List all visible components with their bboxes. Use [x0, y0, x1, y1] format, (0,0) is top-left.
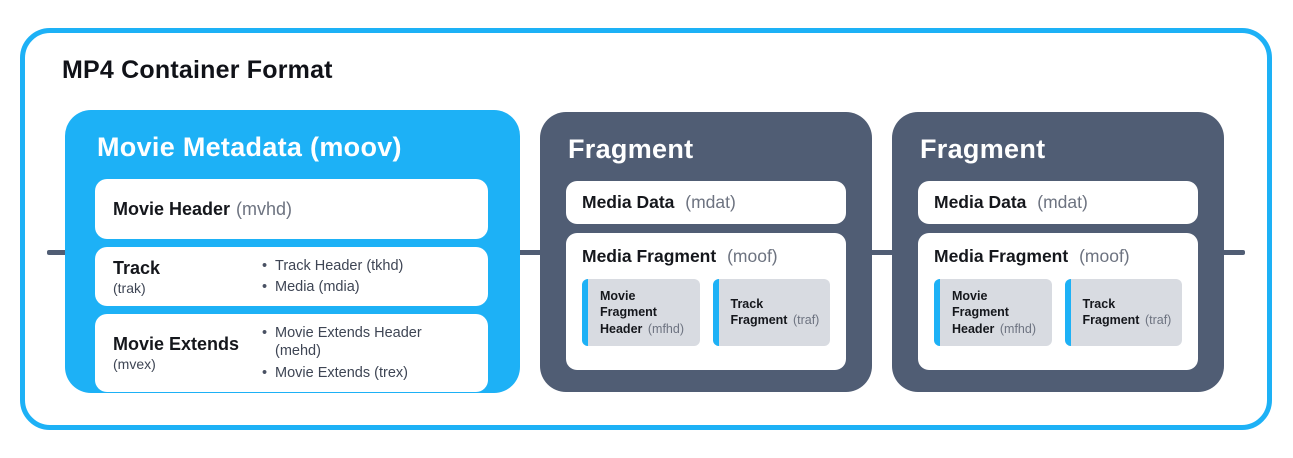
chip-accent-bar [712, 279, 719, 346]
moov-box-title: Movie Metadata (moov) [97, 132, 402, 162]
fragment-1-chip-row: Movie Fragment Header (mfhd) Track Fragm… [582, 279, 830, 346]
movie-extends-label-group: Movie Extends (mvex) [113, 334, 261, 372]
chip-code: (mfhd) [999, 321, 1036, 336]
page-title: MP4 Container Format [62, 56, 333, 84]
media-data-code: (mdat) [685, 192, 736, 213]
media-fragment-label: Media Fragment [582, 246, 717, 267]
chip-label: Movie Fragment Header [952, 289, 1009, 336]
track-fragment-chip: Track Fragment (traf) [1064, 279, 1182, 346]
fragment-box-2: Fragment Media Data (mdat) Media Fragmen… [892, 112, 1224, 392]
chip-label: Movie Fragment Header [600, 289, 657, 336]
list-item: Media (mdia) [261, 278, 470, 296]
media-data-label: Media Data [582, 192, 675, 213]
media-fragment-label: Media Fragment [934, 246, 1069, 267]
track-label-group: Track (trak) [113, 258, 261, 296]
movie-fragment-header-chip: Movie Fragment Header (mfhd) [582, 279, 700, 346]
chip-label: Track Fragment [1082, 297, 1140, 328]
track-children-list: Track Header (tkhd) Media (mdia) [261, 257, 470, 296]
movie-header-label: Movie Header [113, 198, 231, 219]
moov-row-track: Track (trak) Track Header (tkhd) Media (… [95, 247, 488, 307]
chip-code: (traf) [1144, 313, 1172, 328]
track-fragment-chip: Track Fragment (traf) [712, 279, 830, 346]
moov-row-movie-extends: Movie Extends (mvex) Movie Extends Heade… [95, 314, 488, 392]
media-data-code: (mdat) [1037, 192, 1088, 213]
fragment-1-media-fragment-row: Media Fragment (moof) Movie Fragment Hea… [566, 233, 846, 370]
fragment-2-media-data-row: Media Data (mdat) [918, 181, 1198, 225]
media-fragment-code: (moof) [1079, 246, 1130, 267]
list-item: Movie Extends Header (mehd) [261, 324, 470, 360]
list-item: Track Header (tkhd) [261, 257, 470, 275]
chip-accent-bar [1064, 279, 1071, 346]
fragment-box-1: Fragment Media Data (mdat) Media Fragmen… [540, 112, 872, 392]
chip-accent-bar [582, 279, 588, 346]
chip-label: Track Fragment [730, 297, 788, 328]
fragment-1-title: Fragment [568, 134, 694, 164]
chip-code: (traf) [792, 313, 820, 328]
moov-row-movie-header: Movie Header (mvhd) [95, 179, 488, 240]
movie-extends-children-list: Movie Extends Header (mehd) Movie Extend… [261, 324, 470, 382]
list-item: Movie Extends (trex) [261, 364, 470, 382]
track-code: (trak) [113, 279, 146, 296]
fragment-2-media-fragment-row: Media Fragment (moof) Movie Fragment Hea… [918, 233, 1198, 370]
fragment-1-media-data-row: Media Data (mdat) [566, 181, 846, 225]
fragment-2-title: Fragment [920, 134, 1046, 164]
movie-extends-label: Movie Extends [113, 333, 240, 354]
movie-fragment-header-chip: Movie Fragment Header (mfhd) [934, 279, 1052, 346]
media-data-label: Media Data [934, 192, 1027, 213]
chip-accent-bar [934, 279, 940, 346]
container-frame [20, 28, 1272, 430]
track-label: Track [113, 257, 161, 278]
movie-header-code: (mvhd) [236, 198, 293, 219]
chip-code: (mfhd) [647, 321, 684, 336]
moov-box: Movie Metadata (moov) Movie Header (mvhd… [65, 110, 520, 393]
movie-extends-code: (mvex) [113, 355, 156, 372]
fragment-2-chip-row: Movie Fragment Header (mfhd) Track Fragm… [934, 279, 1182, 346]
media-fragment-code: (moof) [727, 246, 778, 267]
